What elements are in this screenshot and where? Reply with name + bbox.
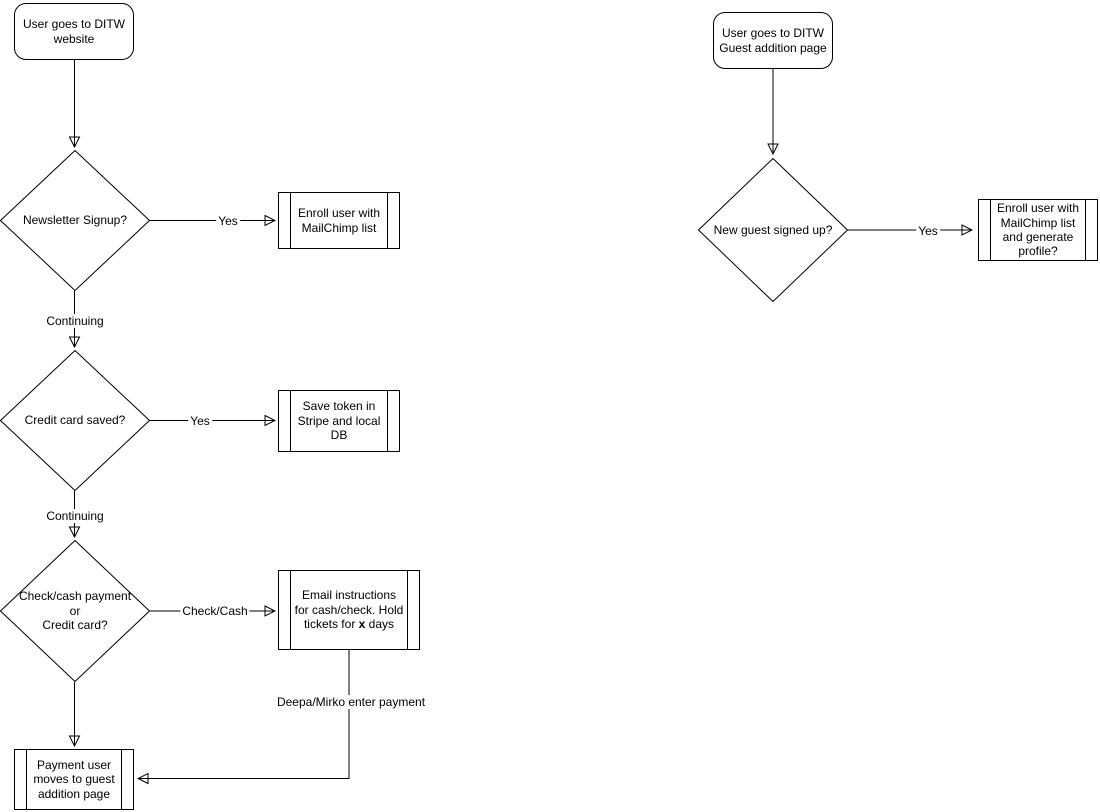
decision-new-guest-signed-up-label: New guest signed up? xyxy=(713,222,833,237)
edge-email-to-paymentuser-line xyxy=(139,650,350,779)
process-email-instructions-label: Email instructions for cash/check. Hold … xyxy=(293,588,406,631)
process-enroll-mailchimp[interactable]: Enroll user with MailChimp list xyxy=(278,192,400,249)
email-text-before: Email instructions for cash/check. Hold … xyxy=(294,588,404,632)
subprocess-bar-right xyxy=(1085,200,1086,260)
subprocess-bar-left xyxy=(990,200,991,260)
start-node-website[interactable]: User goes to DITW website xyxy=(14,3,134,60)
decision-credit-card-saved-label: Credit card saved? xyxy=(24,413,126,428)
diamond-shape xyxy=(0,350,150,491)
start-node-guest-page[interactable]: User goes to DITW Guest addition page xyxy=(713,12,833,69)
process-save-token[interactable]: Save token in Stripe and local DB xyxy=(278,390,400,452)
process-save-token-label: Save token in Stripe and local DB xyxy=(297,399,381,443)
diamond-shape xyxy=(0,540,150,682)
process-payment-user-moves[interactable]: Payment user moves to guest addition pag… xyxy=(14,749,134,810)
email-text-bold-x: x xyxy=(358,617,366,632)
subprocess-bar-left xyxy=(290,193,291,248)
process-payment-user-moves-label: Payment user moves to guest addition pag… xyxy=(33,757,115,801)
subprocess-bar-right xyxy=(407,571,408,649)
edge-label-yes-1: Yes xyxy=(216,214,240,228)
decision-credit-card-saved[interactable]: Credit card saved? xyxy=(0,350,150,491)
edge-label-yes-right: Yes xyxy=(916,224,940,238)
decision-newsletter-signup[interactable]: Newsletter Signup? xyxy=(0,150,150,291)
subprocess-bar-right xyxy=(387,193,388,248)
decision-new-guest-signed-up[interactable]: New guest signed up? xyxy=(698,158,848,302)
edge-label-yes-2: Yes xyxy=(188,414,212,428)
start-node-guest-page-label: User goes to DITW Guest addition page xyxy=(719,26,827,55)
decision-payment-method[interactable]: Check/cash payment or Credit card? xyxy=(0,540,150,682)
process-enroll-mailchimp-label: Enroll user with MailChimp list xyxy=(297,206,381,235)
subprocess-bar-right xyxy=(121,750,122,809)
process-enroll-generate-profile-label: Enroll user with MailChimp list and gene… xyxy=(996,201,1080,259)
subprocess-bar-left xyxy=(26,750,27,809)
process-enroll-generate-profile[interactable]: Enroll user with MailChimp list and gene… xyxy=(978,199,1098,261)
start-node-website-label: User goes to DITW website xyxy=(22,17,126,46)
edge-label-continuing-1: Continuing xyxy=(44,314,106,328)
subprocess-bar-left xyxy=(290,571,291,649)
diamond-shape xyxy=(698,158,848,302)
edge-label-check-cash: Check/Cash xyxy=(180,604,250,618)
process-email-instructions[interactable]: Email instructions for cash/check. Hold … xyxy=(278,570,420,650)
decision-newsletter-signup-label: Newsletter Signup? xyxy=(22,213,128,228)
decision-payment-method-label: Check/cash payment or Credit card? xyxy=(18,589,132,633)
edge-label-deepa-mirko: Deepa/Mirko enter payment xyxy=(274,695,428,709)
email-text-after: days xyxy=(365,617,395,632)
diamond-shape xyxy=(0,150,150,291)
subprocess-bar-right xyxy=(387,391,388,451)
edge-label-continuing-2: Continuing xyxy=(44,509,106,523)
subprocess-bar-left xyxy=(290,391,291,451)
